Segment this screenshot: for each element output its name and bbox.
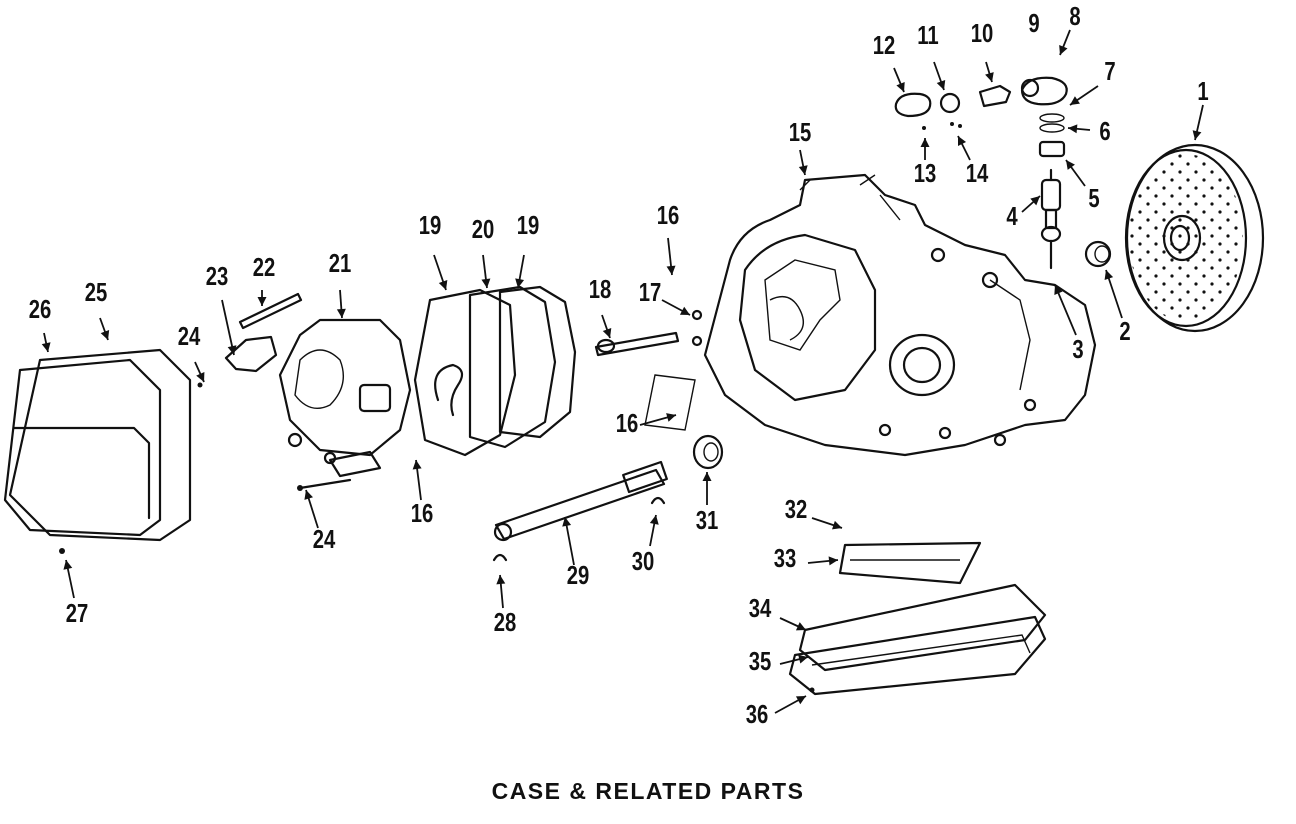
callout-arrowhead-24 — [304, 490, 314, 500]
callout-arrowhead-17 — [679, 306, 690, 315]
callout-number-16: 16 — [411, 499, 434, 528]
callout-arrowhead-4 — [1030, 196, 1040, 206]
callout-number-19: 19 — [419, 211, 442, 240]
callout-number-16: 16 — [657, 201, 680, 230]
callout-arrowhead-5 — [1066, 160, 1075, 170]
callout-number-9: 9 — [1028, 9, 1039, 38]
callout-number-24: 24 — [178, 322, 201, 351]
callout-arrowhead-16 — [666, 413, 676, 422]
callout-number-17: 17 — [639, 278, 662, 307]
callout-arrowhead-27 — [63, 560, 73, 570]
callout-leader-23 — [221, 299, 235, 356]
callout-number-28: 28 — [494, 608, 517, 637]
callout-arrowhead-12 — [896, 81, 905, 92]
callout-number-3: 3 — [1072, 335, 1083, 364]
callout-arrowhead-31 — [702, 472, 712, 481]
callout-number-7: 7 — [1104, 57, 1115, 86]
extension-housing-drawing — [278, 318, 412, 478]
callout-arrowhead-13 — [920, 138, 930, 147]
callout-number-10: 10 — [971, 19, 994, 48]
callout-arrowhead-11 — [936, 80, 946, 90]
gasket-plate-drawing — [413, 285, 577, 457]
callout-arrowhead-19 — [515, 278, 525, 288]
callout-number-2: 2 — [1119, 317, 1130, 346]
callout-number-23: 23 — [206, 262, 229, 291]
callout-number-4: 4 — [1006, 202, 1017, 231]
callout-number-13: 13 — [914, 159, 937, 188]
torque-converter-drawing — [1124, 143, 1265, 333]
callout-number-27: 27 — [66, 599, 89, 628]
callout-number-33: 33 — [774, 544, 797, 573]
callout-number-34: 34 — [749, 594, 772, 623]
callout-arrowhead-26 — [41, 342, 51, 352]
callout-arrowhead-16 — [412, 460, 422, 470]
callout-number-29: 29 — [567, 561, 590, 590]
lever-bracket-drawing — [197, 292, 352, 491]
callout-number-1: 1 — [1197, 77, 1208, 106]
callout-leader-3 — [1054, 284, 1077, 336]
side-cover-drawing — [3, 348, 192, 554]
seal-2-drawing — [1084, 240, 1112, 268]
callout-number-31: 31 — [696, 506, 719, 535]
callout-number-19: 19 — [517, 211, 540, 240]
callout-arrowhead-24 — [196, 371, 205, 382]
callout-arrowhead-34 — [795, 622, 806, 631]
callout-arrowhead-7 — [1070, 96, 1080, 105]
transaxle-case-drawing — [703, 173, 1097, 457]
oil-pan-drawing — [788, 541, 1047, 696]
callout-number-36: 36 — [746, 700, 769, 729]
callout-number-8: 8 — [1069, 2, 1080, 31]
callout-arrowhead-8 — [1059, 44, 1068, 55]
callout-number-16: 16 — [616, 409, 639, 438]
callout-arrowhead-15 — [798, 165, 808, 175]
callout-number-25: 25 — [85, 278, 108, 307]
callout-number-11: 11 — [917, 21, 938, 50]
callout-arrowhead-18 — [602, 328, 612, 338]
callout-arrowhead-30 — [649, 515, 659, 525]
callout-arrowhead-36 — [795, 696, 806, 705]
callout-number-26: 26 — [29, 295, 52, 324]
callout-number-14: 14 — [966, 159, 989, 188]
callout-number-15: 15 — [789, 118, 812, 147]
callout-arrowhead-3 — [1054, 285, 1063, 296]
callout-number-32: 32 — [785, 495, 808, 524]
callout-number-20: 20 — [472, 215, 495, 244]
callout-arrowhead-2 — [1104, 270, 1114, 280]
callout-arrowhead-23 — [227, 345, 237, 355]
callout-arrowhead-25 — [100, 330, 110, 340]
callout-arrowhead-32 — [832, 520, 842, 530]
callout-number-18: 18 — [589, 275, 612, 304]
callout-arrowhead-35 — [798, 654, 808, 664]
callout-arrowhead-16 — [666, 265, 676, 275]
callout-number-6: 6 — [1099, 117, 1110, 146]
callout-number-24: 24 — [313, 525, 336, 554]
callout-number-35: 35 — [749, 647, 772, 676]
callout-arrowhead-10 — [985, 72, 994, 82]
callout-arrowhead-6 — [1068, 124, 1078, 134]
shaft-and-pins-drawing — [594, 309, 703, 431]
callout-arrowhead-19 — [438, 280, 448, 290]
diagram-caption: CASE & RELATED PARTS — [491, 778, 805, 804]
callout-number-22: 22 — [253, 253, 276, 282]
callout-number-12: 12 — [873, 31, 896, 60]
callout-number-30: 30 — [632, 547, 655, 576]
callout-arrowhead-28 — [496, 575, 506, 585]
linkage-stack-drawing — [894, 76, 1068, 270]
callout-number-5: 5 — [1088, 184, 1099, 213]
callout-arrowhead-21 — [336, 308, 346, 318]
output-shaft-drawing — [492, 434, 724, 562]
callout-arrowhead-29 — [562, 517, 572, 527]
callout-arrowhead-14 — [958, 136, 967, 147]
callout-arrowhead-22 — [257, 297, 267, 306]
callout-arrowhead-20 — [481, 278, 491, 288]
callout-arrowhead-33 — [828, 556, 838, 566]
callout-number-21: 21 — [329, 249, 352, 278]
callout-arrowhead-1 — [1192, 130, 1202, 140]
